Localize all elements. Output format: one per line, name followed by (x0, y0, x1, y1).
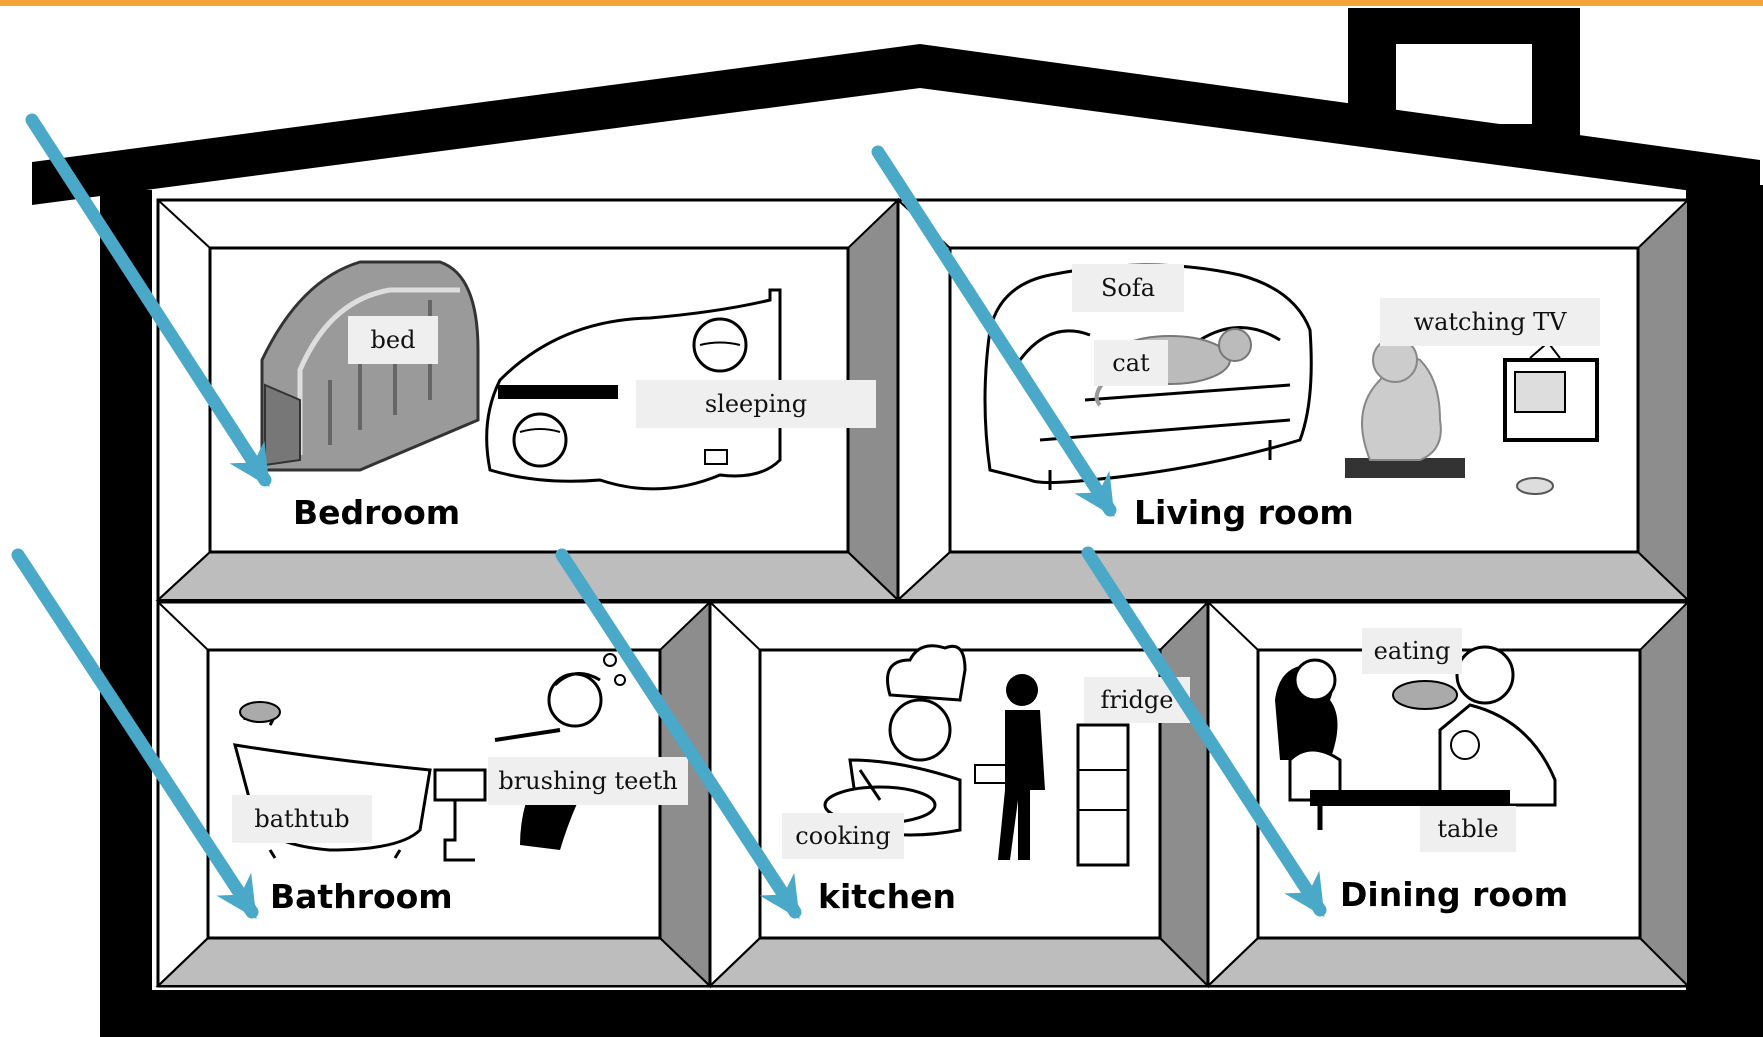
tag-sofa: Sofa (1072, 264, 1184, 312)
right-wall (1686, 185, 1763, 1037)
svg-text:cat: cat (1112, 349, 1150, 377)
top-accent-bar (0, 0, 1763, 6)
kitchen-title: kitchen (818, 877, 956, 916)
svg-text:watching TV: watching TV (1414, 308, 1568, 336)
tag-watching-tv: watching TV (1380, 298, 1600, 346)
svg-text:sleeping: sleeping (705, 390, 807, 418)
tag-cat: cat (1094, 340, 1168, 386)
tag-cooking: cooking (782, 813, 904, 859)
tag-sleeping: sleeping (636, 380, 876, 428)
svg-text:bed: bed (371, 326, 416, 354)
tag-bathtub: bathtub (232, 795, 372, 843)
svg-text:Sofa: Sofa (1101, 274, 1155, 302)
fridge-icon (1078, 725, 1128, 865)
house-floor-base (100, 990, 1763, 1037)
living-room-title: Living room (1134, 493, 1354, 532)
svg-text:fridge: fridge (1101, 686, 1174, 714)
tag-table: table (1420, 806, 1516, 852)
dining-room-title: Dining room (1340, 875, 1568, 914)
svg-text:table: table (1437, 815, 1498, 843)
svg-text:cooking: cooking (795, 822, 890, 850)
left-wall (100, 190, 152, 1037)
svg-text:brushing teeth: brushing teeth (498, 767, 677, 795)
tag-brushing-teeth: brushing teeth (488, 757, 688, 805)
chimney-opening (1396, 44, 1532, 124)
bathroom-title: Bathroom (270, 877, 453, 916)
bedroom-title: Bedroom (293, 493, 460, 532)
tag-bed: bed (348, 316, 438, 364)
tag-eating: eating (1362, 628, 1462, 674)
svg-text:bathtub: bathtub (254, 805, 349, 833)
svg-text:eating: eating (1374, 637, 1451, 665)
